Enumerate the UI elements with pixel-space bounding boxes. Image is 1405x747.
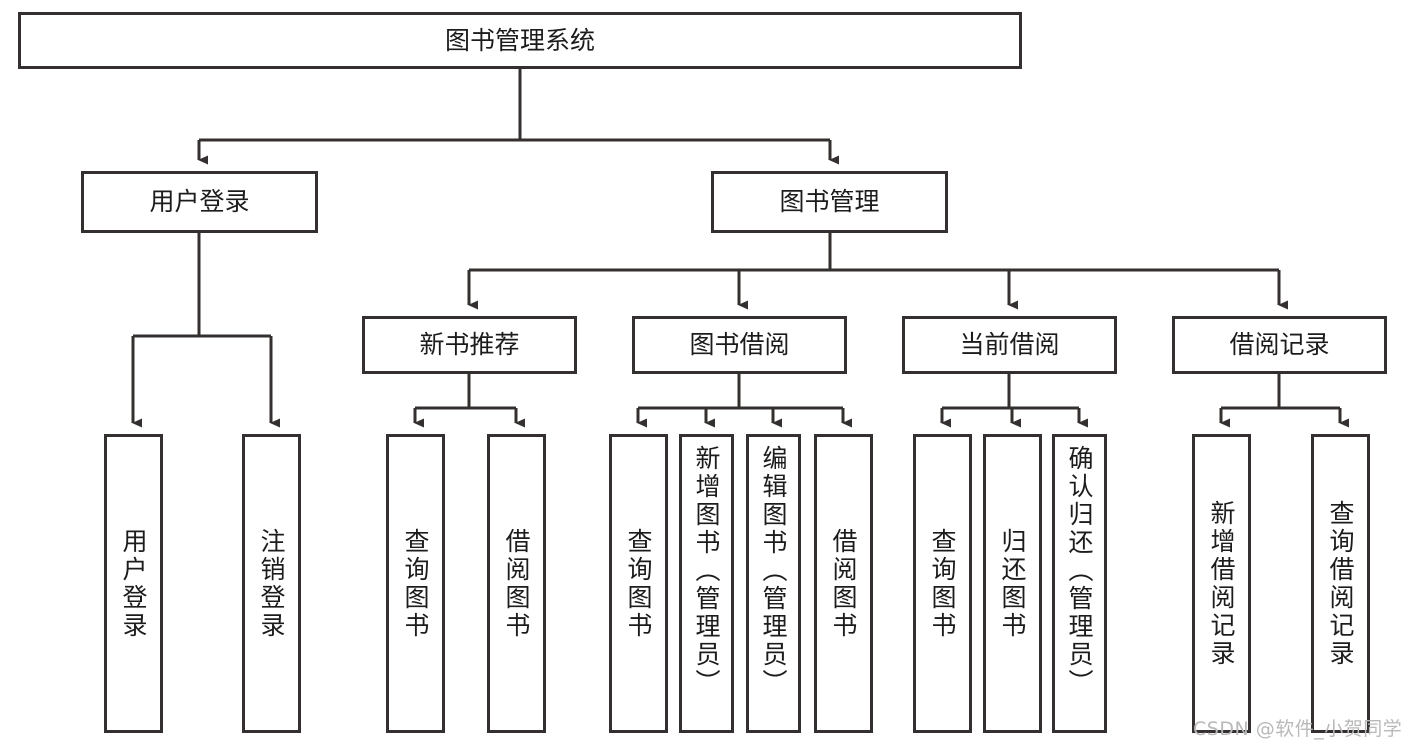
- node-root-label: 图书管理系统: [444, 25, 595, 55]
- node-book-manage[interactable]: 图书管理: [711, 171, 948, 233]
- node-leaf-add-record-label: 新增借阅记录: [1207, 499, 1236, 668]
- node-leaf-edit-book[interactable]: 编辑图书（管理员）: [746, 434, 801, 733]
- node-leaf-add-book[interactable]: 新增图书（管理员）: [679, 434, 734, 733]
- node-leaf-user-logout-label: 注销登录: [257, 527, 286, 640]
- node-leaf-return-book[interactable]: 归还图书: [983, 434, 1042, 733]
- node-leaf-query-book-borrow[interactable]: 查询图书: [609, 434, 668, 733]
- node-leaf-borrow-book-borrow-label: 借阅图书: [829, 527, 858, 640]
- node-new-book-rec-label: 新书推荐: [419, 330, 520, 360]
- node-leaf-query-book-rec[interactable]: 查询图书: [386, 434, 445, 733]
- node-leaf-query-book-current-label: 查询图书: [928, 527, 957, 640]
- node-leaf-add-record[interactable]: 新增借阅记录: [1192, 434, 1251, 733]
- node-root[interactable]: 图书管理系统: [18, 12, 1022, 69]
- node-leaf-add-book-label: 新增图书（管理员）: [692, 445, 721, 697]
- node-new-book-rec[interactable]: 新书推荐: [362, 316, 577, 374]
- node-leaf-borrow-book-rec-label: 借阅图书: [502, 527, 531, 640]
- node-book-manage-label: 图书管理: [779, 187, 880, 217]
- node-borrow-record[interactable]: 借阅记录: [1172, 316, 1387, 374]
- csdn-watermark: CSDN @软件_小贺同学: [1193, 718, 1403, 740]
- node-leaf-edit-book-label: 编辑图书（管理员）: [759, 445, 788, 697]
- node-leaf-query-record[interactable]: 查询借阅记录: [1311, 434, 1370, 733]
- node-user-login[interactable]: 用户登录: [81, 171, 318, 233]
- node-current-borrow-label: 当前借阅: [959, 330, 1060, 360]
- node-leaf-query-record-label: 查询借阅记录: [1326, 499, 1355, 668]
- node-current-borrow[interactable]: 当前借阅: [902, 316, 1117, 374]
- node-leaf-return-book-label: 归还图书: [998, 527, 1027, 640]
- node-leaf-user-logout[interactable]: 注销登录: [242, 434, 301, 733]
- node-leaf-query-book-borrow-label: 查询图书: [624, 527, 653, 640]
- node-leaf-user-login[interactable]: 用户登录: [104, 434, 163, 733]
- node-leaf-confirm-return[interactable]: 确认归还（管理员）: [1052, 434, 1107, 733]
- node-user-login-label: 用户登录: [149, 187, 250, 217]
- node-borrow-record-label: 借阅记录: [1229, 330, 1330, 360]
- node-leaf-borrow-book-rec[interactable]: 借阅图书: [487, 434, 546, 733]
- node-leaf-query-book-current[interactable]: 查询图书: [913, 434, 972, 733]
- node-book-borrow[interactable]: 图书借阅: [632, 316, 847, 374]
- node-leaf-user-login-label: 用户登录: [119, 527, 148, 640]
- node-leaf-confirm-return-label: 确认归还（管理员）: [1065, 445, 1094, 697]
- node-leaf-borrow-book-borrow[interactable]: 借阅图书: [814, 434, 873, 733]
- node-book-borrow-label: 图书借阅: [689, 330, 790, 360]
- node-leaf-query-book-rec-label: 查询图书: [401, 527, 430, 640]
